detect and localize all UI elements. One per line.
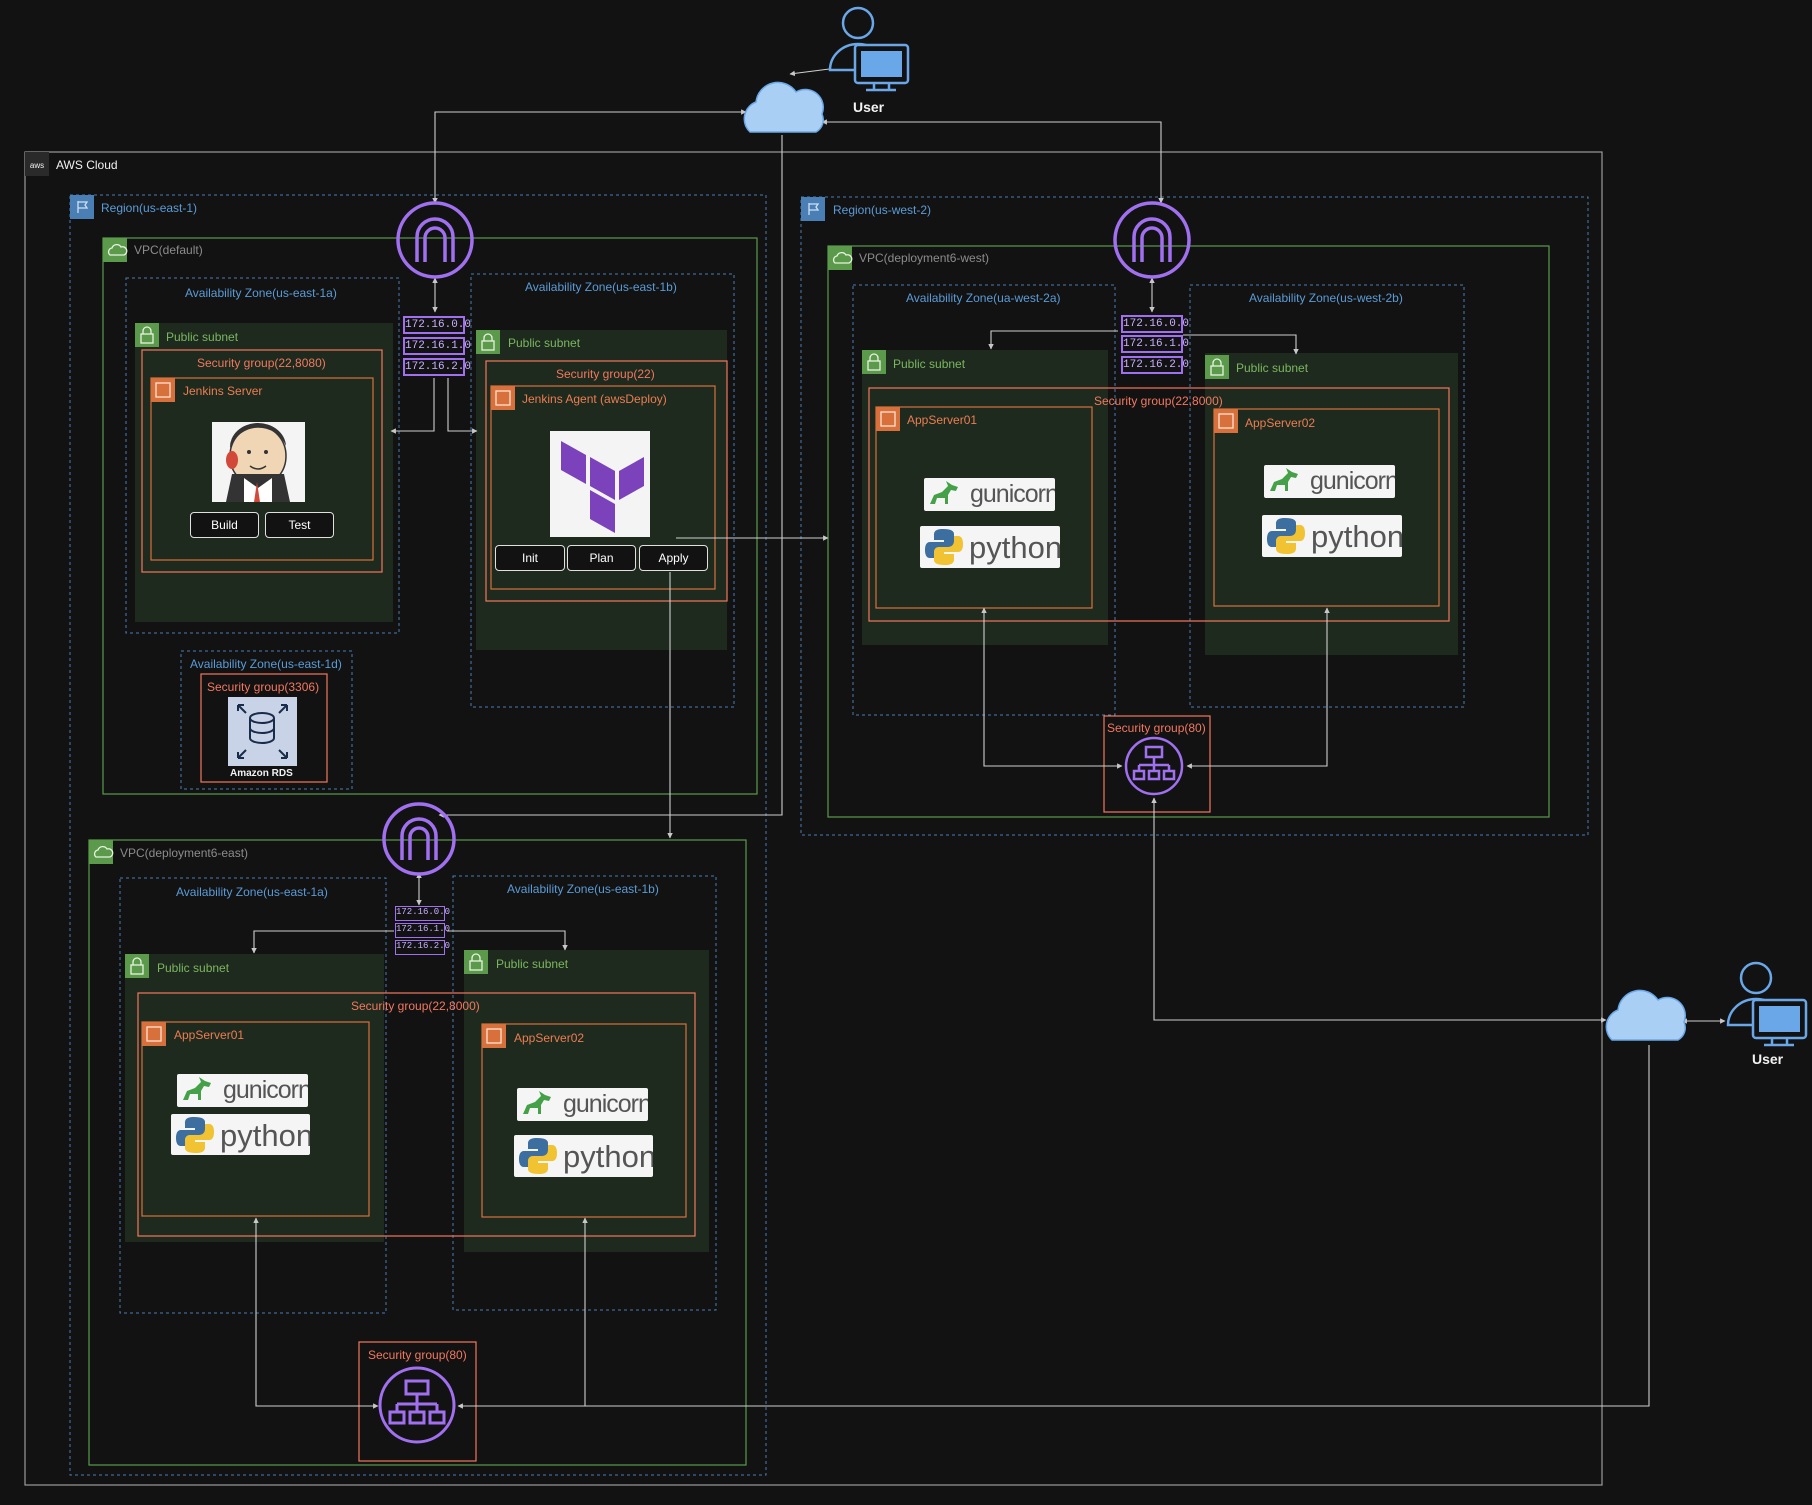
gunicorn-text: gunicorn — [1310, 467, 1395, 495]
unicorn-icon — [523, 1091, 551, 1114]
route-entry: 172.16.0.0 — [403, 316, 471, 334]
gunicorn-logo-icon: gunicorn — [924, 478, 1055, 511]
python-snake-icon — [1267, 518, 1305, 554]
terraform-logo-icon — [550, 431, 650, 537]
gunicorn-logo-icon: gunicorn — [517, 1088, 648, 1121]
route-entry: 172.16.0.0 — [1121, 315, 1189, 333]
az-us-east-1b-label: Availability Zone(us-east-1b) — [507, 882, 659, 896]
aws-cloud-label: AWS Cloud — [56, 158, 118, 172]
az-us-west-2a-label: Availability Zone(ua-west-2a) — [906, 291, 1061, 305]
python-snake-icon — [519, 1138, 557, 1174]
az-us-east-1d-label: Availability Zone(us-east-1d) — [190, 657, 342, 671]
ec2-chip-icon — [146, 382, 1234, 1044]
python-text: python — [563, 1139, 653, 1174]
ec2-name-appserver01: AppServer01 — [174, 1028, 245, 1042]
build-button[interactable]: Build — [190, 512, 259, 538]
region-us-east-1 — [69, 194, 767, 1476]
ec2-name-appserver01: AppServer01 — [907, 413, 978, 427]
python-logo-icon: python — [171, 1114, 310, 1155]
load-balancer-icon — [1124, 736, 1184, 796]
python-logo-icon: python — [920, 526, 1060, 568]
route-entry: 172.16.0.0 — [395, 906, 450, 921]
az-us-west-2b-label: Availability Zone(us-west-2b) — [1249, 291, 1403, 305]
security-group-label: Security group(22) — [556, 367, 655, 381]
security-group-label: Security group(22,8080) — [197, 356, 326, 370]
load-balancer-icon — [378, 1366, 456, 1444]
rds-database-icon — [228, 697, 297, 766]
region-west-label: Region(us-west-2) — [833, 203, 932, 217]
unicorn-icon — [1270, 468, 1298, 491]
route-entry: 172.16.2.0 — [403, 358, 471, 376]
public-subnet-label: Public subnet — [508, 336, 581, 350]
gunicorn-text: gunicorn — [223, 1076, 308, 1104]
route-entry: 172.16.1.0 — [395, 923, 450, 938]
python-snake-icon — [176, 1117, 214, 1153]
az-us-east-1a-label: Availability Zone(us-east-1a) — [185, 286, 337, 300]
gunicorn-logo-icon: gunicorn — [177, 1074, 308, 1107]
security-group-label: Security group(80) — [368, 1348, 467, 1362]
az-us-east-1b-label: Availability Zone(us-east-1b) — [525, 280, 677, 294]
connectors — [251, 63, 1726, 1409]
vpc-default — [102, 237, 758, 795]
python-text: python — [220, 1118, 310, 1153]
ec2-name-appserver02: AppServer02 — [1245, 416, 1316, 430]
internet-cloud-icon — [1605, 989, 1686, 1041]
python-logo-icon: python — [514, 1135, 653, 1177]
security-group-label: Security group(80) — [1107, 721, 1206, 735]
internet-gateway-icon — [382, 802, 456, 876]
route-entry: 172.16.1.0 — [1121, 335, 1189, 353]
region-east-label: Region(us-east-1) — [101, 201, 198, 215]
unicorn-icon — [183, 1077, 211, 1100]
svg-text:aws: aws — [30, 161, 44, 170]
vpc-deployment6-east — [88, 839, 747, 1466]
gunicorn-text: gunicorn — [563, 1090, 648, 1118]
init-button[interactable]: Init — [495, 545, 565, 571]
public-subnet-label: Public subnet — [893, 357, 966, 371]
unicorn-icon — [930, 481, 958, 504]
ec2-name-appserver02: AppServer02 — [514, 1031, 585, 1045]
apply-button[interactable]: Apply — [639, 545, 708, 571]
vpc-default-label: VPC(default) — [134, 243, 203, 257]
user-icon — [1726, 961, 1808, 1047]
user-label-top: User — [853, 99, 885, 115]
jenkins-logo-icon — [212, 422, 305, 502]
plan-button[interactable]: Plan — [567, 545, 636, 571]
internet-gateway-icon — [396, 201, 474, 279]
route-entry: 172.16.1.0 — [403, 337, 471, 355]
ec2-name-jenkins-agent: Jenkins Agent (awsDeploy) — [522, 392, 667, 406]
public-subnet-label: Public subnet — [1236, 361, 1309, 375]
security-group-label: Security group(22,8000) — [351, 999, 480, 1013]
security-group-label: Security group(22,8000) — [1094, 394, 1223, 408]
security-group-label: Security group(3306) — [207, 680, 320, 694]
lock-icon — [130, 326, 1224, 975]
route-entry: 172.16.2.0 — [395, 940, 450, 955]
python-logo-icon: python — [1262, 515, 1402, 557]
rds-label: Amazon RDS — [230, 768, 293, 779]
vpc-east-deploy-label: VPC(deployment6-east) — [120, 846, 249, 860]
python-snake-icon — [925, 529, 963, 565]
public-subnet-label: Public subnet — [496, 957, 569, 971]
vpc-cloud-icon — [93, 243, 853, 858]
internet-gateway-icon — [1113, 201, 1191, 279]
user-label-right: User — [1752, 1051, 1784, 1067]
ec2-name-jenkins-server: Jenkins Server — [183, 384, 263, 398]
ec2-instances — [141, 377, 1440, 1218]
route-entry: 172.16.2.0 — [1121, 356, 1189, 374]
user-icon — [828, 6, 910, 92]
python-text: python — [969, 530, 1060, 565]
test-button[interactable]: Test — [265, 512, 334, 538]
az-us-east-1a-label: Availability Zone(us-east-1a) — [176, 885, 328, 899]
python-text: python — [1311, 519, 1402, 554]
vpc-west-label: VPC(deployment6-west) — [859, 251, 990, 265]
public-subnet-label: Public subnet — [157, 961, 230, 975]
gunicorn-logo-icon: gunicorn — [1264, 465, 1395, 498]
gunicorn-text: gunicorn — [970, 480, 1055, 508]
public-subnet-label: Public subnet — [166, 330, 239, 344]
internet-cloud-icon — [743, 81, 824, 133]
